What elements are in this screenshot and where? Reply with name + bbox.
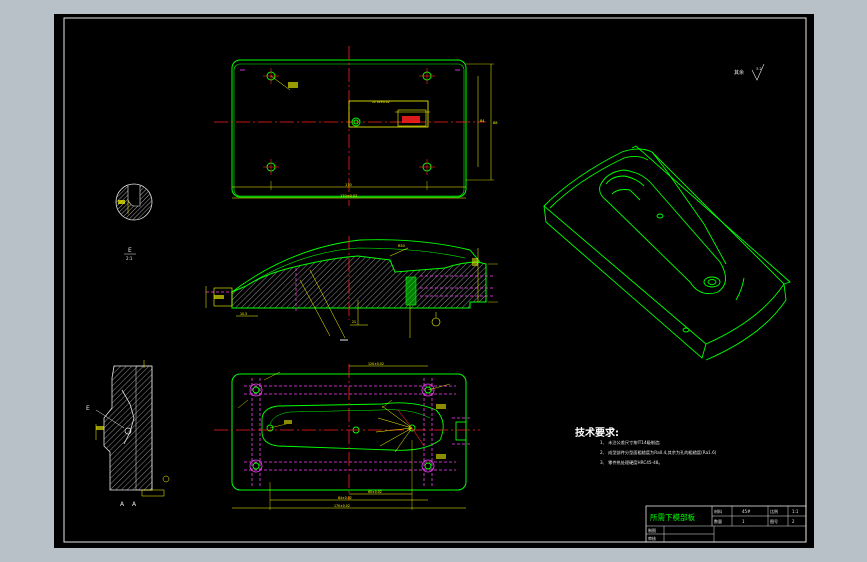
tech-requirement-3: 3、 零件热处理硬度HRC45-48。 bbox=[600, 459, 663, 466]
bottom-view-cavity bbox=[261, 402, 444, 451]
detail-e-circle bbox=[115, 183, 153, 221]
section-aa-caption-a1: A bbox=[120, 501, 125, 508]
title-count-value: 1 bbox=[742, 519, 745, 524]
bottom-view-dim-2: 84±0.02 bbox=[338, 496, 352, 500]
detail-e-letter: E bbox=[128, 247, 132, 254]
roughness-label: 其余 bbox=[734, 69, 744, 76]
section-aa-detail-letter: E bbox=[86, 405, 90, 412]
bottom-view: 120±0.02 60±0.02 84±0.02 170±0.02 bbox=[214, 362, 480, 510]
tech-requirement-1: 1、 未注公差尺寸按IT14级制造; bbox=[600, 439, 661, 446]
title-material-value: 45# bbox=[742, 509, 751, 514]
title-ratio-label: 比例 bbox=[770, 508, 778, 514]
front-view: R50 21 10.5 bbox=[205, 236, 498, 341]
iso-cavity bbox=[599, 169, 726, 295]
bottom-view-top-dim: 120±0.02 bbox=[368, 362, 384, 366]
roughness-value: 3.2 bbox=[756, 67, 762, 71]
title-count-label: 数量 bbox=[714, 518, 722, 524]
top-view-side-dim: 84 bbox=[480, 119, 485, 123]
front-view-radius-label: R50 bbox=[398, 244, 405, 248]
isometric-view bbox=[543, 145, 791, 361]
roughness-note: 其余 3.2 bbox=[734, 63, 765, 81]
detail-e: E 2:1 bbox=[115, 183, 153, 261]
top-view-overall-dim: 170±0.02 bbox=[340, 194, 357, 198]
front-view-depth-dim: 21 bbox=[352, 320, 356, 324]
iso-top-surface bbox=[543, 148, 785, 345]
tech-requirements: 技术要求: 1、 未注公差尺寸按IT14级制造; 2、 成型部件分型面粗糙度为R… bbox=[575, 426, 717, 466]
title-sheet-label: 图号 bbox=[770, 518, 778, 524]
bottom-view-dim-1: 60±0.02 bbox=[368, 490, 382, 494]
title-block-name: 所需下模部板 bbox=[650, 512, 695, 522]
border-frame bbox=[63, 17, 807, 543]
detail-e-scale: 2:1 bbox=[126, 256, 133, 261]
title-ratio-value: 1:1 bbox=[792, 509, 799, 514]
title-material-label: 材料 bbox=[714, 508, 722, 514]
title-review-label: 审核 bbox=[648, 535, 656, 541]
title-sheet-value: 2 bbox=[792, 519, 795, 524]
top-view-slot-dim: 2x 16±0.02 bbox=[372, 100, 390, 104]
bottom-view-overall-dim: 170±0.02 bbox=[334, 504, 350, 508]
top-view: 2x 16±0.02 170 170±0.02 84 88 bbox=[214, 46, 497, 206]
tech-requirement-2: 2、 成型部件分型面粗糙度为Ra0.4,其余为孔的粗糙度(Ra1.6) bbox=[600, 449, 717, 456]
section-aa-caption-a2: A bbox=[132, 501, 137, 508]
title-drawn-label: 制图 bbox=[648, 527, 656, 533]
front-view-bottom-dim: 10.5 bbox=[240, 312, 247, 316]
tech-requirements-title: 技术要求: bbox=[575, 426, 619, 439]
top-view-right-dim: 88 bbox=[493, 121, 497, 125]
title-block: 所需下模部板 材料 45# 比例 1:1 数量 1 图号 2 制图 审核 bbox=[645, 505, 807, 543]
top-view-width-dim: 170 bbox=[345, 183, 352, 187]
section-aa: E A A bbox=[86, 360, 170, 508]
top-view-slot bbox=[348, 100, 429, 128]
